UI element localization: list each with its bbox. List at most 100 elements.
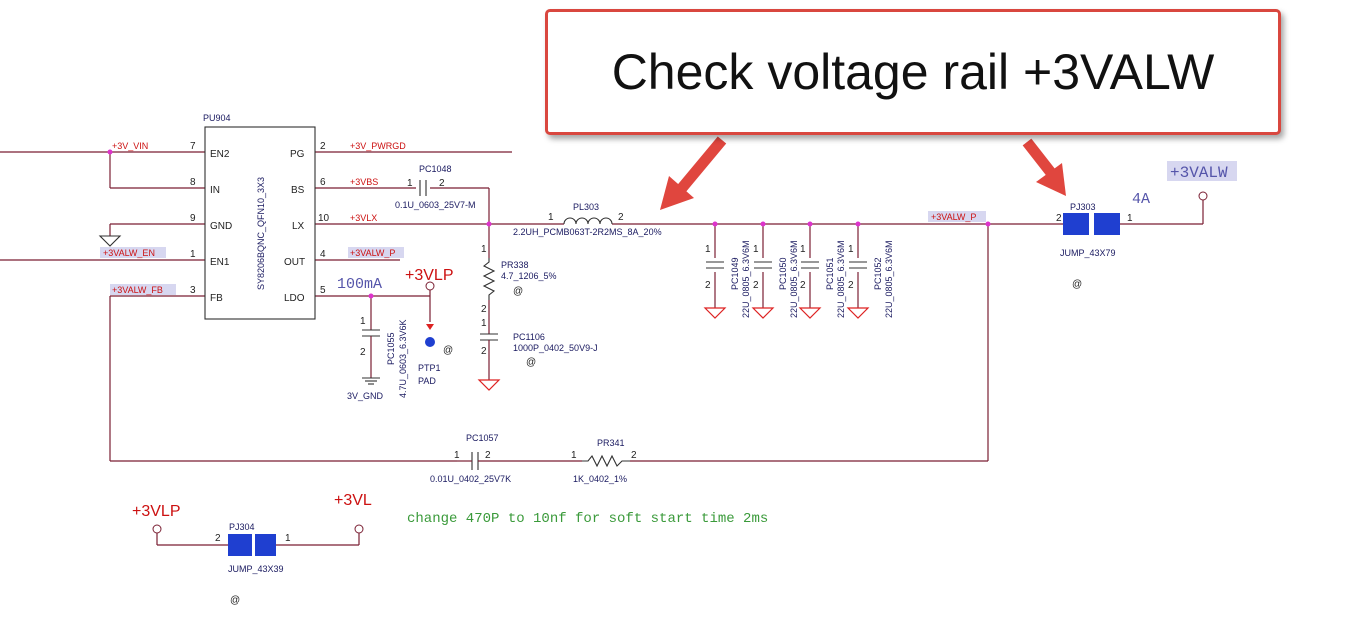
svg-text:PC1048: PC1048 (419, 164, 452, 174)
svg-text:0.01U_0402_25V7K: 0.01U_0402_25V7K (430, 474, 511, 484)
pin-name: FB (210, 293, 223, 304)
svg-text:PC1050: PC1050 (778, 257, 788, 290)
svg-text:PL303: PL303 (573, 202, 599, 212)
net-label-3vbs: +3VBS (350, 177, 378, 187)
capacitor-pc1055: 1 2 PC1055 4.7U_0603_6.3V6K 3V_GND (347, 316, 408, 401)
inductor-pl303: PL303 1 2 2.2UH_PCMB063T-2R2MS_8A_20% (513, 202, 662, 237)
pin-num: 8 (190, 177, 196, 188)
gnd-label: 3V_GND (347, 391, 384, 401)
capacitor-pc1051: 1 2 PC1051 22U_0805_6.3V6M (798, 240, 846, 319)
svg-text:22U_0805_6.3V6M: 22U_0805_6.3V6M (789, 240, 799, 318)
svg-text:@: @ (443, 345, 453, 356)
net-label-3valw-en: +3VALW_EN (103, 248, 155, 258)
svg-text:PJ304: PJ304 (229, 522, 255, 532)
jumper-pj303: PJ303 2 1 JUMP_43X79 @ (1056, 202, 1133, 290)
net-label-3valw-p-right: +3VALW_P (931, 212, 976, 222)
pin-name: EN2 (210, 149, 230, 160)
net-label-3vl: +3VL (334, 492, 372, 509)
jumper-pj304: PJ304 2 1 JUMP_43X39 @ (215, 522, 291, 606)
svg-text:1: 1 (548, 212, 554, 223)
svg-text:PC1051: PC1051 (825, 257, 835, 290)
net-label-3vlp-top: +3VLP (405, 267, 453, 284)
capacitor-pc1050: 1 2 PC1050 22U_0805_6.3V6M (751, 240, 799, 319)
pin-name: IN (210, 185, 220, 196)
svg-text:PC1106: PC1106 (513, 332, 545, 342)
svg-text:22U_0805_6.3V6M: 22U_0805_6.3V6M (741, 240, 751, 318)
callout-arrows (660, 136, 1066, 210)
svg-text:2: 2 (618, 212, 624, 223)
pin-name: GND (210, 221, 232, 232)
pin-num: 10 (318, 213, 330, 224)
svg-text:2: 2 (631, 450, 637, 461)
svg-text:1: 1 (705, 244, 711, 255)
svg-text:4.7U_0603_6.3V6K: 4.7U_0603_6.3V6K (398, 319, 408, 398)
capacitor-pc1057: PC1057 1 2 0.01U_0402_25V7K (430, 433, 511, 484)
net-label-3v-pwrgd: +3V_PWRGD (350, 141, 406, 151)
net-label-3v-vin: +3V_VIN (112, 141, 148, 151)
svg-text:2: 2 (705, 280, 711, 291)
callout-text: Check voltage rail +3VALW (611, 44, 1215, 100)
pin-num: 5 (320, 285, 326, 296)
capacitor-pc1106: 1 2 PC1106 1000P_0402_50V9-J @ (477, 318, 598, 391)
pin-num: 3 (190, 285, 196, 296)
svg-text:1K_0402_1%: 1K_0402_1% (573, 474, 627, 484)
svg-text:@: @ (526, 357, 536, 368)
jumper-current-note: 4A (1132, 191, 1150, 208)
power-port-3vl (354, 524, 364, 534)
pin-name: OUT (284, 257, 305, 268)
pin-num: 7 (190, 141, 196, 152)
pin-num: 9 (190, 213, 196, 224)
svg-text:2: 2 (1056, 213, 1062, 224)
svg-text:22U_0805_6.3V6M: 22U_0805_6.3V6M (884, 240, 894, 318)
svg-text:JUMP_43X79: JUMP_43X79 (1060, 248, 1116, 258)
svg-text:PR341: PR341 (597, 438, 625, 448)
pin-name: LDO (284, 293, 305, 304)
pin-num: 1 (190, 249, 196, 260)
svg-text:2: 2 (753, 280, 759, 291)
svg-text:1: 1 (800, 244, 806, 255)
svg-text:0.1U_0603_25V7-M: 0.1U_0603_25V7-M (395, 200, 476, 210)
svg-text:2: 2 (215, 533, 221, 544)
svg-text:2: 2 (439, 178, 445, 189)
soft-start-note: change 470P to 10nf for soft start time … (407, 511, 768, 527)
svg-text:1: 1 (481, 318, 487, 329)
pin-name: BS (291, 185, 305, 196)
svg-text:1: 1 (360, 316, 366, 327)
callout-box: Check voltage rail +3VALW (545, 9, 1281, 135)
pin-num: 2 (320, 141, 326, 152)
svg-text:JUMP_43X39: JUMP_43X39 (228, 564, 284, 574)
ldo-current-note: 100mA (337, 276, 382, 293)
resistor-pr338: 1 2 PR338 4.7_1206_5% @ (481, 244, 557, 315)
svg-text:PJ303: PJ303 (1070, 202, 1096, 212)
test-pad-ptp1: @ PTP1 PAD (418, 281, 453, 386)
wires (0, 151, 1204, 546)
svg-text:1: 1 (848, 244, 854, 255)
svg-text:2: 2 (360, 347, 366, 358)
svg-text:PR338: PR338 (501, 260, 529, 270)
svg-text:1: 1 (1127, 213, 1133, 224)
ground-symbol (98, 235, 122, 247)
svg-text:2: 2 (800, 280, 806, 291)
svg-text:1: 1 (285, 533, 291, 544)
svg-text:4.7_1206_5%: 4.7_1206_5% (501, 271, 557, 281)
power-port-3vlp (152, 524, 162, 534)
svg-text:1: 1 (454, 450, 460, 461)
svg-text:22U_0805_6.3V6M: 22U_0805_6.3V6M (836, 240, 846, 318)
svg-text:2: 2 (481, 346, 487, 357)
svg-text:@: @ (230, 595, 240, 606)
junction-dots (107, 149, 991, 299)
svg-text:@: @ (1072, 279, 1082, 290)
svg-text:1000P_0402_50V9-J: 1000P_0402_50V9-J (513, 343, 598, 353)
pin-name: PG (290, 149, 305, 160)
capacitor-pc1048: PC1048 1 2 0.1U_0603_25V7-M (395, 164, 476, 210)
svg-text:PAD: PAD (418, 376, 436, 386)
svg-text:1: 1 (571, 450, 577, 461)
svg-text:PC1052: PC1052 (873, 257, 883, 290)
svg-text:PC1055: PC1055 (386, 332, 396, 365)
capacitor-pc1049: 1 2 PC1049 22U_0805_6.3V6M (703, 240, 751, 319)
capacitor-pc1052: 1 2 PC1052 22U_0805_6.3V6M (846, 240, 894, 319)
pin-num: 4 (320, 249, 326, 260)
net-label-3valw-p: +3VALW_P (350, 248, 395, 258)
net-label-3vlx: +3VLX (350, 213, 377, 223)
svg-text:1: 1 (753, 244, 759, 255)
